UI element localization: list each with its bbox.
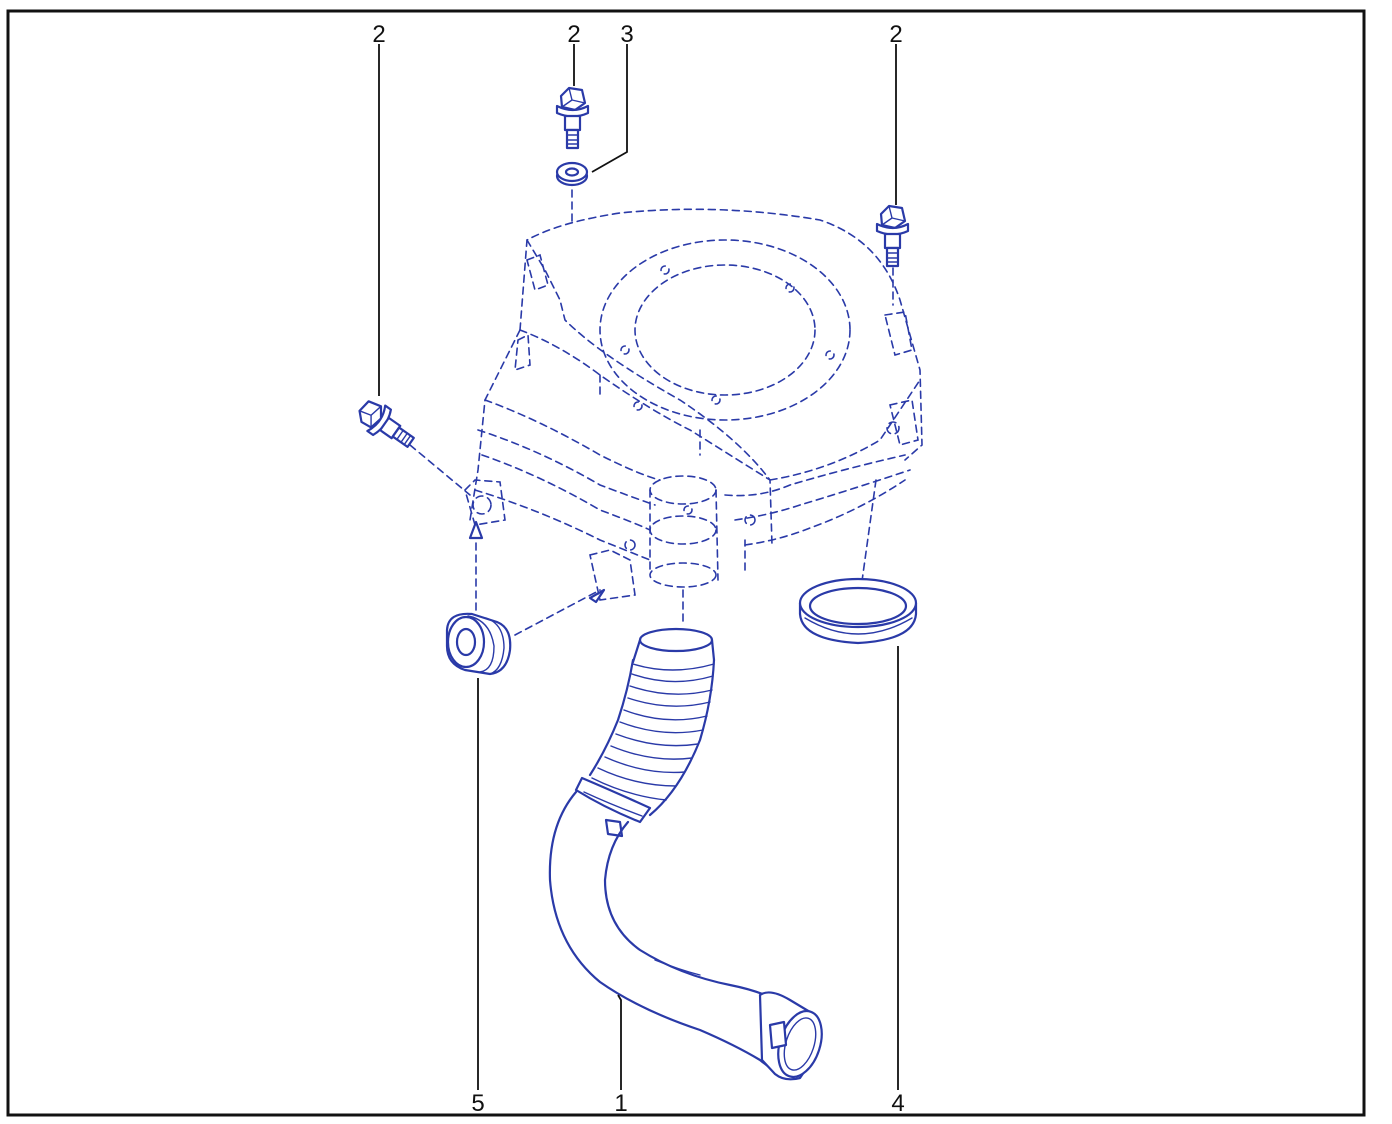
washer (555, 161, 589, 187)
seal-ring (798, 577, 918, 645)
seal-ring-callout: 4 (891, 1090, 904, 1117)
bolt-left (358, 400, 415, 448)
hose-callout: 1 (614, 1090, 627, 1117)
intake-hose (548, 627, 823, 1081)
diagram-border (6, 9, 1366, 1117)
bolt-top (555, 86, 590, 150)
bolt-right-callout: 2 (889, 21, 902, 48)
bolt-right (875, 204, 910, 268)
bolt-left-callout: 2 (372, 21, 385, 48)
grommet-callout: 5 (471, 1090, 484, 1117)
leader-lines (378, 44, 899, 1090)
callout-labels: 2 2 3 2 5 1 4 (372, 21, 904, 1117)
air-cleaner-housing (464, 208, 923, 601)
bolt-top-callout: 2 (567, 21, 580, 48)
washer-callout: 3 (620, 21, 633, 48)
grommet (445, 612, 512, 676)
